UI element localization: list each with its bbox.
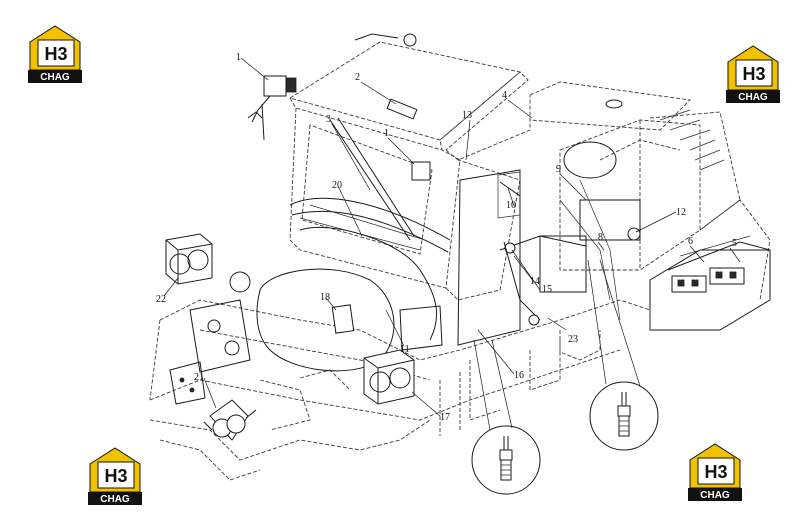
brand-logo-top-right: H3 CHAG bbox=[726, 45, 780, 103]
callout-9: 9 bbox=[556, 164, 561, 175]
sensor-detail-left bbox=[471, 339, 541, 495]
misc-frame-lines bbox=[259, 330, 601, 431]
callout-6: 6 bbox=[688, 236, 693, 247]
callout-4: 4 bbox=[502, 90, 507, 101]
logo-name: CHAG bbox=[100, 494, 130, 505]
cab-body bbox=[289, 95, 531, 351]
callout-1: 1 bbox=[236, 52, 241, 63]
engine-components bbox=[499, 179, 641, 326]
logo-mark: H3 bbox=[704, 462, 727, 482]
sensor-detail-right bbox=[587, 259, 659, 451]
brand-logo-bottom-left: H3 CHAG bbox=[88, 447, 142, 505]
rear-combination-lamp bbox=[165, 233, 213, 285]
front-headlamps bbox=[203, 399, 257, 441]
front-frame bbox=[149, 268, 431, 481]
callout-8: 8 bbox=[598, 232, 603, 243]
cab-roof bbox=[288, 33, 529, 151]
callout-5: 5 bbox=[732, 238, 737, 249]
callout-16: 16 bbox=[514, 370, 524, 381]
callout-15: 15 bbox=[542, 284, 552, 295]
callout-21: 21 bbox=[194, 372, 204, 383]
brand-logo-top-left: H3 CHAG bbox=[28, 25, 82, 83]
callout-11: 11 bbox=[400, 344, 410, 355]
battery-box bbox=[649, 235, 771, 331]
callout-2: 2 bbox=[355, 72, 360, 83]
logo-mark: H3 bbox=[104, 466, 127, 486]
leader-lines bbox=[163, 57, 741, 417]
callout-17: 17 bbox=[440, 412, 450, 423]
callout-3: 3 bbox=[326, 114, 331, 125]
logo-name: CHAG bbox=[738, 92, 768, 103]
callout-12: 12 bbox=[676, 207, 686, 218]
callout-1-lamp: 1 bbox=[384, 128, 389, 139]
logo-name: CHAG bbox=[40, 72, 70, 83]
logo-mark: H3 bbox=[44, 44, 67, 64]
callout-18: 18 bbox=[320, 292, 330, 303]
engine-hood bbox=[529, 81, 771, 301]
logo-name: CHAG bbox=[700, 490, 730, 501]
callout-13: 13 bbox=[462, 110, 472, 121]
callout-10: 10 bbox=[506, 200, 516, 211]
callout-20: 20 bbox=[332, 180, 342, 191]
logo-mark: H3 bbox=[742, 64, 765, 84]
roof-light-bar bbox=[386, 98, 418, 120]
callout-23: 23 bbox=[568, 334, 578, 345]
callout-22: 22 bbox=[156, 294, 166, 305]
callout-14: 14 bbox=[530, 276, 540, 287]
callout-labels: 1 1 2 3 4 5 6 8 9 10 11 12 13 14 15 16 1… bbox=[156, 52, 737, 423]
front-work-lamp bbox=[247, 75, 297, 141]
interior-lamp bbox=[411, 161, 431, 181]
relay-box bbox=[331, 304, 355, 334]
side-combination-lamp bbox=[363, 349, 415, 405]
brand-logo-bottom-right: H3 CHAG bbox=[688, 443, 742, 501]
